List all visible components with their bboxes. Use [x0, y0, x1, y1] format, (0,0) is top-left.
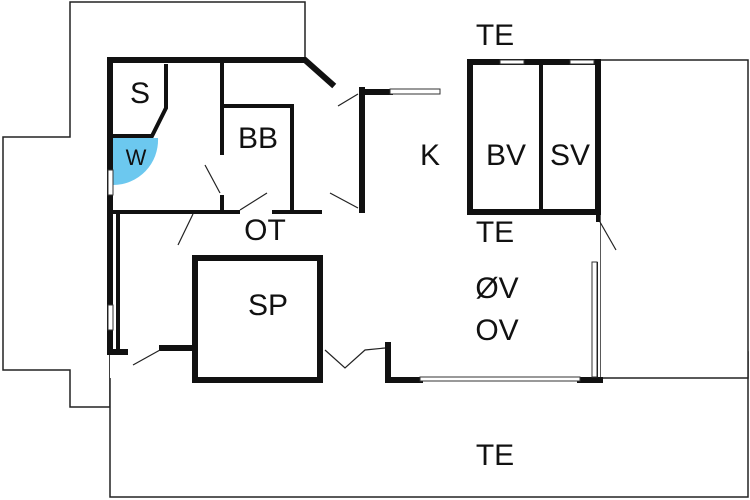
wall-sp [192, 255, 323, 383]
room-label-te-bottom: TE [476, 439, 514, 472]
door-swing [177, 213, 194, 246]
room-label-bb: BB [238, 122, 278, 155]
window [419, 376, 581, 382]
window [591, 261, 598, 378]
door-swing [239, 192, 268, 211]
terrace-right [599, 59, 749, 379]
door-swing [204, 164, 221, 194]
wall-entry [159, 342, 423, 383]
room-label-sp: SP [248, 289, 288, 322]
door-swing [329, 192, 359, 209]
room-label-k: K [420, 139, 440, 172]
door-swing [337, 93, 359, 107]
door-swing [324, 347, 386, 369]
room-label-te-mid: TE [476, 216, 514, 249]
wall-kitchen-top [359, 87, 393, 213]
room-label-ot: OT [244, 214, 286, 247]
room-label-sv: SV [550, 139, 590, 172]
wall-closet-s [112, 64, 168, 138]
wall-bv-sv [467, 59, 601, 215]
outer-outline [2, 1, 306, 408]
wall-bb [224, 104, 294, 212]
window [389, 88, 441, 95]
window [569, 59, 595, 65]
window [107, 304, 114, 331]
wall-top [107, 57, 337, 89]
room-label-w: W [126, 145, 147, 170]
room-label-ov-b: OV [475, 314, 518, 347]
interior [110, 60, 600, 378]
window [107, 169, 114, 196]
room-label-ov-a: ØV [475, 272, 518, 305]
door-swing [132, 349, 161, 366]
room-label-s: S [130, 77, 150, 110]
wc-highlight [113, 138, 159, 186]
room-label-bv: BV [486, 139, 526, 172]
room-label-te-top: TE [476, 19, 514, 52]
window [499, 59, 525, 65]
door-swing [599, 221, 617, 251]
